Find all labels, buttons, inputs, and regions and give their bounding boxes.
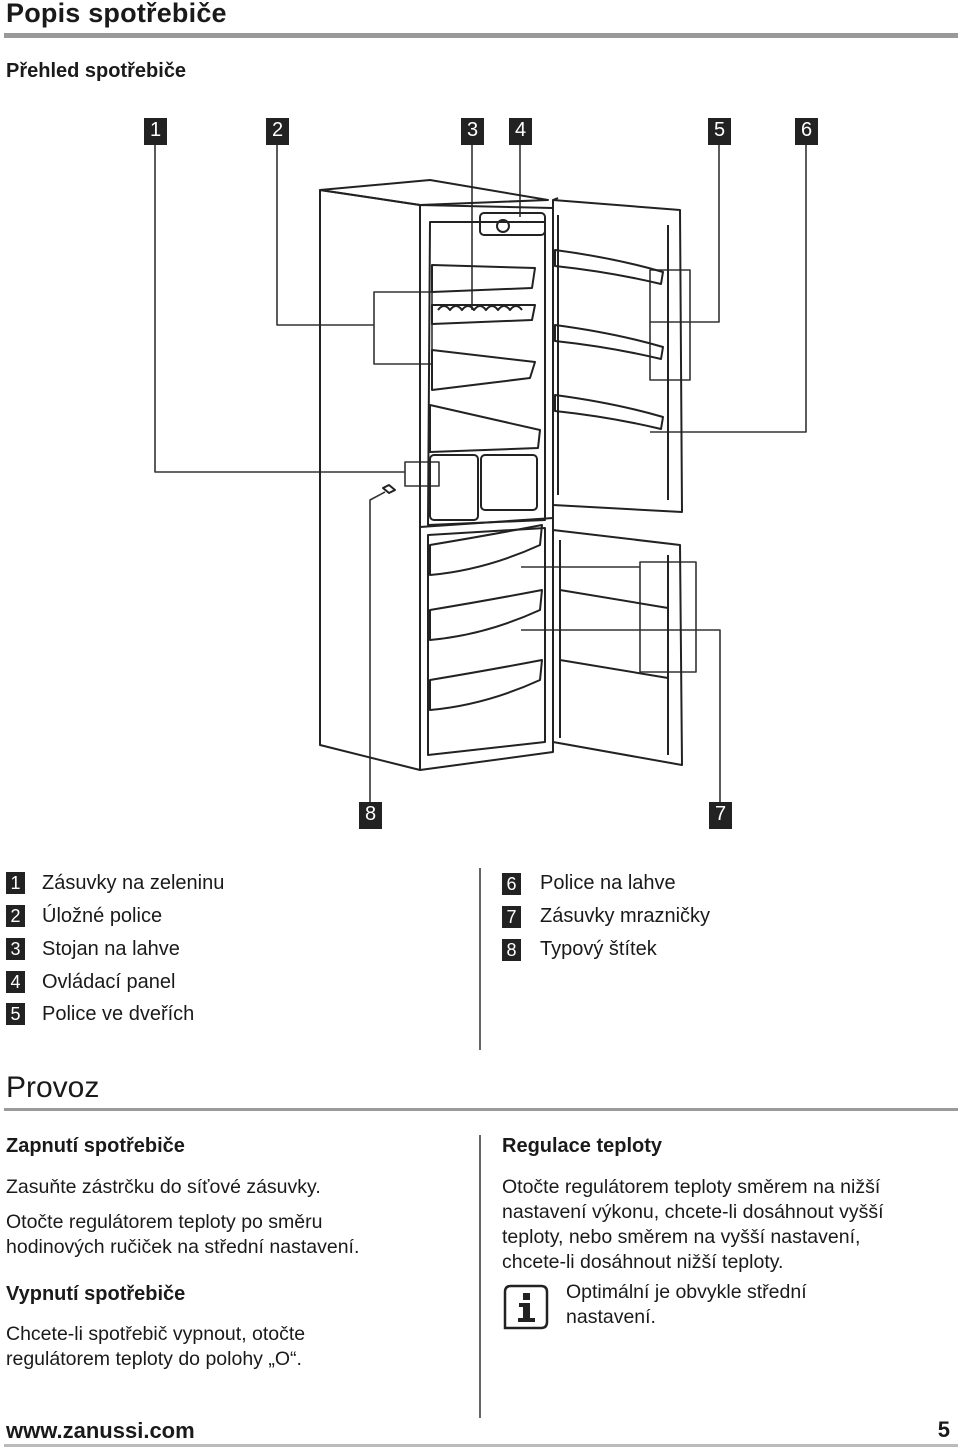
callout-bottom	[359, 802, 732, 829]
column-divider	[479, 1135, 481, 1418]
title-rule	[4, 33, 958, 38]
operation-rule	[4, 1108, 958, 1111]
legend-label: Úložné police	[42, 905, 163, 927]
legend-label: Police ve dveřích	[42, 1003, 195, 1025]
legend-num: 6	[502, 873, 521, 895]
switch-off-text: regulátorem teploty do polohy „O“.	[6, 1348, 302, 1370]
legend-label: Typový štítek	[540, 938, 657, 960]
operation-heading: Provoz	[6, 1071, 100, 1104]
temperature-heading: Regulace teploty	[502, 1135, 663, 1157]
legend-num: 7	[502, 906, 521, 928]
freezer-door	[552, 529, 683, 766]
callout-2: 2	[267, 118, 288, 143]
legend-label: Police na lahve	[540, 872, 676, 894]
legend-num: 3	[6, 938, 25, 960]
legend-divider	[479, 868, 481, 1050]
callout-8: 8	[360, 802, 381, 827]
switch-on-heading: Zapnutí spotřebiče	[6, 1135, 185, 1157]
legend-num: 2	[6, 905, 25, 927]
appliance-diagram	[0, 110, 960, 845]
temperature-text: teploty, nebo směrem na vyšší nastavení,	[502, 1226, 861, 1248]
switch-on-text: Zasuňte zástrčku do síťové zásuvky.	[6, 1176, 321, 1198]
callout-4: 4	[510, 118, 531, 143]
footer-url[interactable]: www.zanussi.com	[6, 1418, 195, 1443]
legend-num: 4	[6, 971, 25, 993]
switch-on-text: hodinových ručiček na střední nastavení.	[6, 1236, 360, 1258]
switch-off-heading: Vypnutí spotřebiče	[6, 1283, 186, 1305]
page-title: Popis spotřebiče	[6, 0, 227, 28]
legend-label: Stojan na lahve	[42, 938, 180, 960]
callout-1: 1	[145, 118, 166, 143]
overview-heading: Přehled spotřebiče	[6, 60, 187, 82]
callout-3: 3	[462, 118, 483, 143]
callout-6: 6	[796, 118, 817, 143]
temperature-text: chcete-li dosáhnout nižší teploty.	[502, 1251, 784, 1273]
footer-rule	[4, 1444, 958, 1447]
legend-label: Ovládací panel	[42, 971, 176, 993]
note-text: nastavení.	[566, 1306, 656, 1328]
temperature-text: Otočte regulátorem teploty směrem na niž…	[502, 1176, 881, 1198]
legend-num: 1	[6, 872, 25, 894]
page-number: 5	[937, 1417, 950, 1442]
callout-7: 7	[710, 802, 731, 827]
switch-on-text: Otočte regulátorem teploty po směru	[6, 1211, 323, 1233]
temperature-text: nastavení výkonu, chcete-li dosáhnout vy…	[502, 1201, 884, 1223]
legend-num: 8	[502, 939, 521, 961]
legend-label: Zásuvky na zeleninu	[42, 872, 225, 894]
cabinet	[319, 179, 554, 771]
callout-5: 5	[709, 118, 730, 143]
info-icon	[503, 1284, 549, 1330]
legend-label: Zásuvky mrazničky	[540, 905, 711, 927]
fridge-door	[552, 197, 683, 513]
note-text: Optimální je obvykle střední	[566, 1281, 807, 1303]
switch-off-text: Chcete-li spotřebič vypnout, otočte	[6, 1323, 306, 1345]
legend-num: 5	[6, 1003, 25, 1025]
